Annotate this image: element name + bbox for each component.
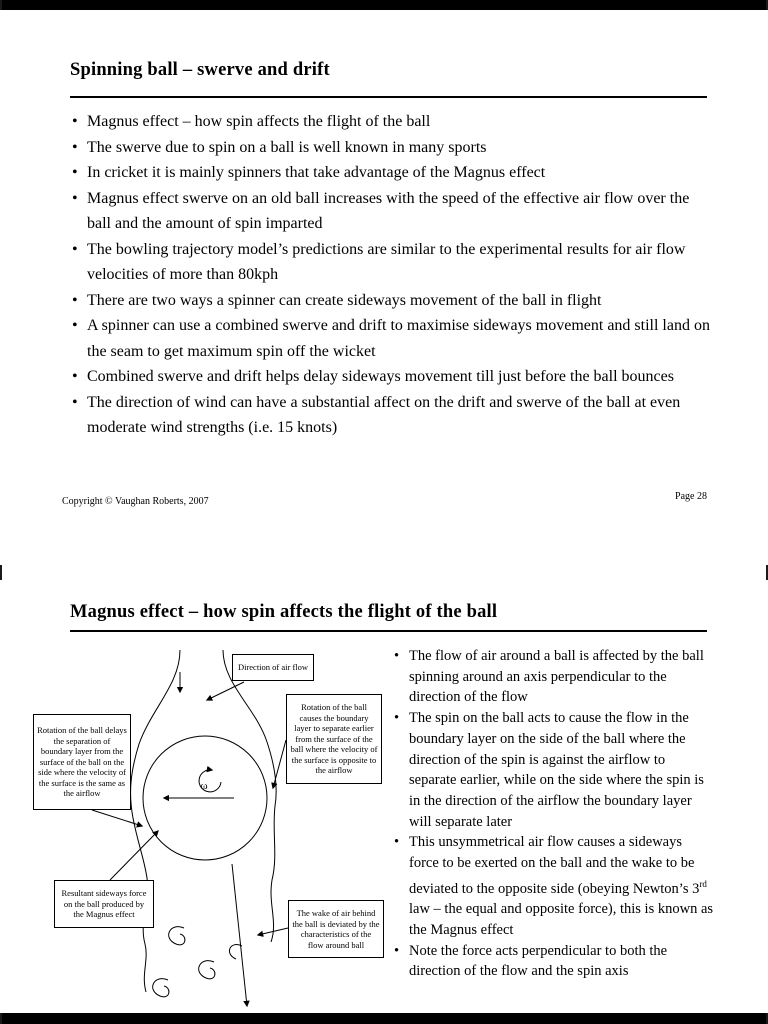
page1-bullet-list: Magnus effect – how spin affects the fli… (70, 109, 710, 441)
leader-rotation-right (271, 739, 287, 790)
bullet-item: The flow of air around a ball is affecte… (392, 646, 714, 708)
diagram-label-rotation-right: Rotation of the ball causes the boundary… (286, 694, 382, 784)
wake-vortex-curl (152, 978, 170, 998)
leader-direction (205, 681, 245, 701)
leader-wake (256, 927, 289, 937)
page2-title: Magnus effect – how spin affects the fli… (70, 602, 498, 622)
copyright-text: Copyright © Vaughan Roberts, 2007 (62, 496, 209, 507)
letterbox-top-bar (0, 0, 768, 10)
bullet-item: In cricket it is mainly spinners that ta… (70, 160, 710, 186)
ordinal-superscript: rd (699, 878, 707, 889)
bullet-item: The spin on the ball acts to cause the f… (392, 708, 714, 832)
diagram-label-direction: Direction of air flow (232, 654, 314, 681)
slide-magnus-effect: Magnus effect – how spin affects the fli… (0, 580, 768, 1013)
leader-resultant (109, 830, 159, 881)
bullet-item: This unsymmetrical air flow causes a sid… (392, 832, 714, 940)
omega-symbol: ω (200, 780, 207, 792)
bullet-item: The swerve due to spin on a ball is well… (70, 135, 710, 161)
bullet-item: The bowling trajectory model’s predictio… (70, 237, 710, 288)
airflow-diagram-svg: ω (91, 649, 289, 1008)
bullet-item: Combined swerve and drift helps delay si… (70, 364, 710, 390)
bullet-item: Magnus effect swerve on an old ball incr… (70, 186, 710, 237)
slide-spinning-ball: Spinning ball – swerve and drift Magnus … (0, 10, 768, 565)
diagram-label-resultant-force: Resultant sideways force on the ball pro… (54, 880, 154, 928)
wake-deviation-line (231, 863, 250, 1008)
bullet-item: The direction of wind can have a substan… (70, 390, 710, 441)
diagram-label-wake: The wake of air behind the ball is devia… (288, 900, 384, 958)
page-number: Page 28 (675, 491, 707, 502)
flow-line-left (130, 649, 181, 993)
bullet-text-post: law – the equal and opposite force), thi… (409, 901, 714, 938)
page1-title: Spinning ball – swerve and drift (70, 60, 330, 80)
magnus-airflow-diagram: ω Direction of air flow Rotation of the … (28, 644, 394, 1012)
page2-bullet-list: The flow of air around a ball is affecte… (392, 644, 714, 982)
bullet-item: Note the force acts perpendicular to bot… (392, 941, 714, 982)
spin-arc (198, 765, 222, 793)
bullet-item: A spinner can use a combined swerve and … (70, 313, 710, 364)
letterbox-bottom-bar (0, 1013, 768, 1024)
wake-vortex-curl (228, 944, 243, 960)
diagram-label-rotation-left: Rotation of the ball delays the separati… (33, 714, 131, 810)
bullet-item: There are two ways a spinner can create … (70, 288, 710, 314)
wake-vortex-curl (168, 926, 186, 946)
flow-line-right (222, 649, 277, 943)
wake-vortex-curl (198, 960, 216, 980)
page2-bullet-column: The flow of air around a ball is affecte… (392, 644, 714, 982)
bullet-text-pre: This unsymmetrical air flow causes a sid… (409, 834, 700, 897)
bullet-item: Magnus effect – how spin affects the fli… (70, 109, 710, 135)
page2-title-rule (70, 630, 707, 632)
page1-title-rule (70, 96, 707, 98)
leader-rotation-left (91, 809, 144, 828)
